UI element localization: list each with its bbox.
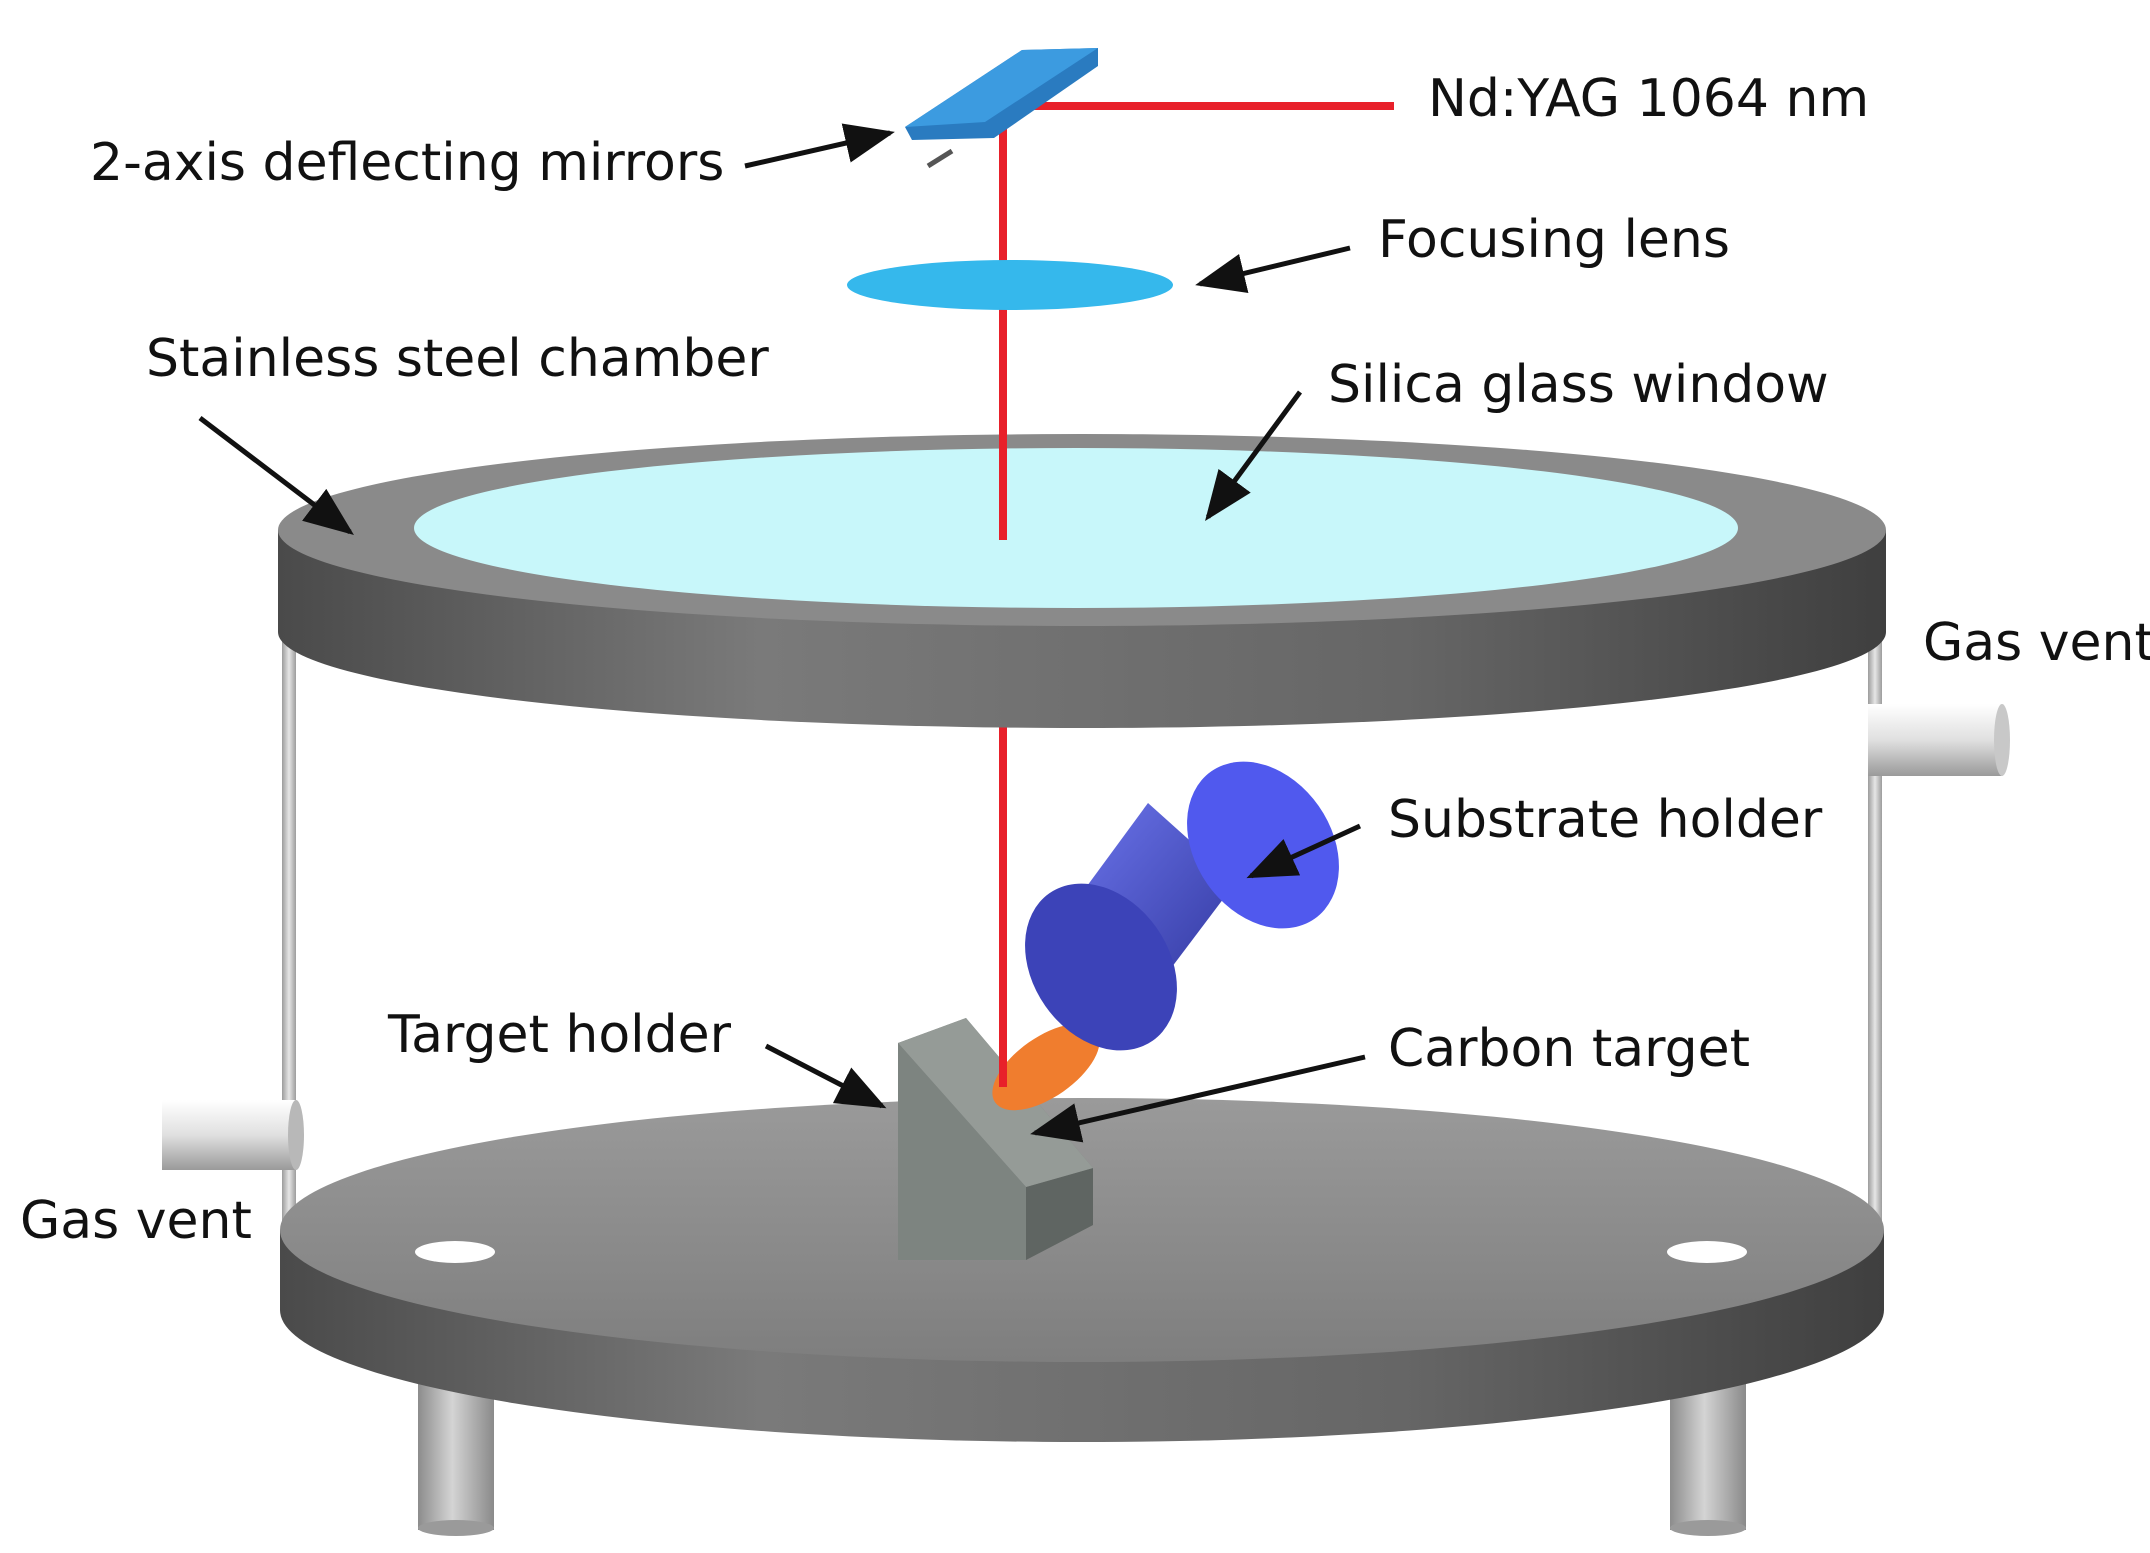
label-mirrors: 2-axis deflecting mirrors (90, 133, 724, 193)
label-gas-vent-right: Gas vent (1923, 613, 2150, 673)
leg-left (418, 1375, 494, 1530)
label-window: Silica glass window (1328, 355, 1829, 415)
target-holder (898, 1018, 1093, 1260)
top-plate (278, 434, 1886, 728)
arrow-lens (1195, 245, 1351, 293)
arrow-carbon (1030, 1054, 1366, 1143)
chamber-legs (418, 1375, 1746, 1536)
deflecting-mirror (905, 48, 1098, 169)
plate-hole-left (415, 1241, 495, 1263)
label-laser: Nd:YAG 1064 nm (1428, 69, 1869, 129)
annotation-arrows (198, 123, 1366, 1143)
label-target-holder: Target holder (387, 1005, 732, 1065)
label-lens: Focusing lens (1378, 210, 1730, 270)
plate-hole-right (1667, 1241, 1747, 1263)
bottom-plate (280, 1098, 1884, 1442)
arrow-mirrors (744, 123, 895, 169)
arrow-window (1205, 390, 1303, 522)
gas-vent-right-pipe (1868, 704, 2010, 776)
silica-glass-window (414, 448, 1738, 608)
substrate-holder (1025, 761, 1339, 1051)
arrow-target-holder (764, 1043, 887, 1109)
leg-left-bottom (418, 1520, 494, 1536)
focusing-lens (847, 260, 1173, 310)
carbon-target (992, 1023, 1100, 1111)
gas-vent-left-pipe (162, 1100, 304, 1170)
support-rod-left (282, 620, 296, 1230)
leg-right-bottom (1670, 1520, 1746, 1536)
label-gas-vent-left: Gas vent (20, 1191, 252, 1251)
leg-right (1670, 1375, 1746, 1530)
label-carbon-target: Carbon target (1388, 1019, 1750, 1079)
label-substrate: Substrate holder (1388, 790, 1823, 850)
label-chamber: Stainless steel chamber (146, 329, 769, 389)
arrow-chamber (198, 416, 354, 536)
arrow-substrate (1246, 823, 1362, 879)
